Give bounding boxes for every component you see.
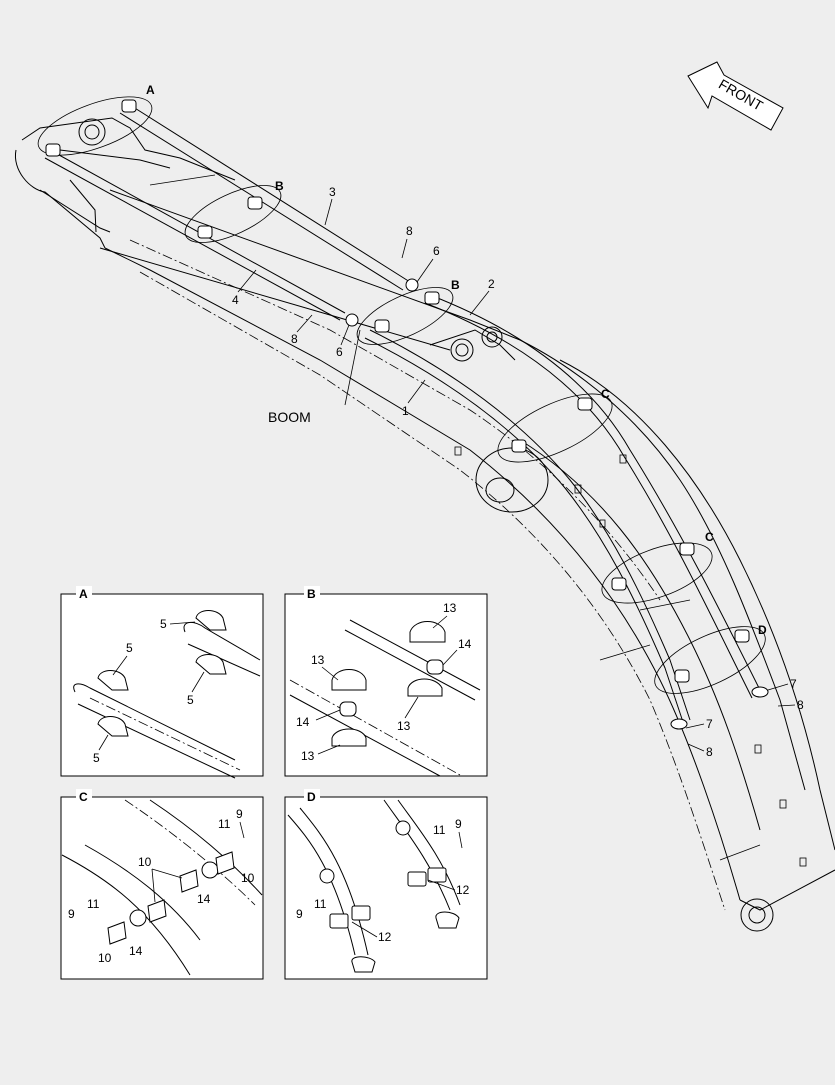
clamps: [45, 99, 769, 730]
main-callouts: A B B C C D 3 8 6 2 4 8 6 1 BOOM 7 8 7 8: [146, 83, 804, 759]
b-callout-14a: 14: [458, 637, 472, 651]
callout-3: 3: [329, 185, 336, 199]
detail-a-title: A: [79, 587, 88, 601]
callout-d: D: [758, 623, 767, 637]
detail-box-d: D 11 9 12 9 11 12: [284, 789, 488, 980]
b-callout-14b: 14: [296, 715, 310, 729]
detail-box-c: C 11 9 10 10 14 9 11 10 14: [60, 789, 264, 980]
front-arrow-icon: FRONT: [687, 61, 784, 131]
callout-c-1: C: [601, 387, 610, 401]
callout-4: 4: [232, 293, 239, 307]
c-callout-11b: 11: [87, 897, 100, 911]
c-callout-9b: 9: [68, 907, 75, 921]
detail-box-a: A 5 5 5 5: [60, 586, 264, 779]
callout-7-upper: 7: [790, 677, 797, 691]
a-callout-5a: 5: [126, 641, 133, 655]
c-callout-9a: 9: [236, 807, 243, 821]
d-callout-12b: 12: [378, 930, 392, 944]
c-callout-11a: 11: [218, 817, 231, 831]
b-callout-13c: 13: [311, 653, 325, 667]
d-callout-12a: 12: [456, 883, 470, 897]
c-callout-10a: 10: [138, 855, 152, 869]
callout-6-mid: 6: [336, 345, 343, 359]
detail-b-title: B: [307, 587, 316, 601]
callout-b-2: B: [451, 278, 460, 292]
callout-b-1: B: [275, 179, 284, 193]
callout-c-2: C: [705, 530, 714, 544]
callout-1: 1: [402, 404, 409, 418]
b-callout-13b: 13: [397, 719, 411, 733]
callout-7-lower: 7: [706, 717, 713, 731]
c-callout-14a: 14: [197, 892, 211, 906]
callout-8-lower: 8: [706, 745, 713, 759]
c-callout-10c: 10: [98, 951, 112, 965]
d-callout-11b: 11: [314, 897, 327, 911]
boom-label: BOOM: [268, 409, 311, 425]
a-callout-5c: 5: [160, 617, 167, 631]
callout-2: 2: [488, 277, 495, 291]
boom-body: [14, 117, 835, 932]
detail-c-title: C: [79, 790, 88, 804]
callout-8-upper: 8: [797, 698, 804, 712]
detail-box-b: B 13 14 13 13 14 13: [284, 586, 488, 777]
callout-8-top: 8: [406, 224, 413, 238]
d-callout-11a: 11: [433, 823, 446, 837]
d-callout-9b: 9: [296, 907, 303, 921]
detail-d-title: D: [307, 790, 316, 804]
a-callout-5d: 5: [187, 693, 194, 707]
b-callout-13d: 13: [301, 749, 315, 763]
c-callout-10b: 10: [241, 871, 255, 885]
a-callout-5b: 5: [93, 751, 100, 765]
clamp-callouts: [37, 96, 766, 694]
d-callout-9a: 9: [455, 817, 462, 831]
callout-8-mid: 8: [291, 332, 298, 346]
callout-6-top: 6: [433, 244, 440, 258]
b-callout-13a: 13: [443, 601, 457, 615]
callout-a-top: A: [146, 83, 155, 97]
c-callout-14b: 14: [129, 944, 143, 958]
